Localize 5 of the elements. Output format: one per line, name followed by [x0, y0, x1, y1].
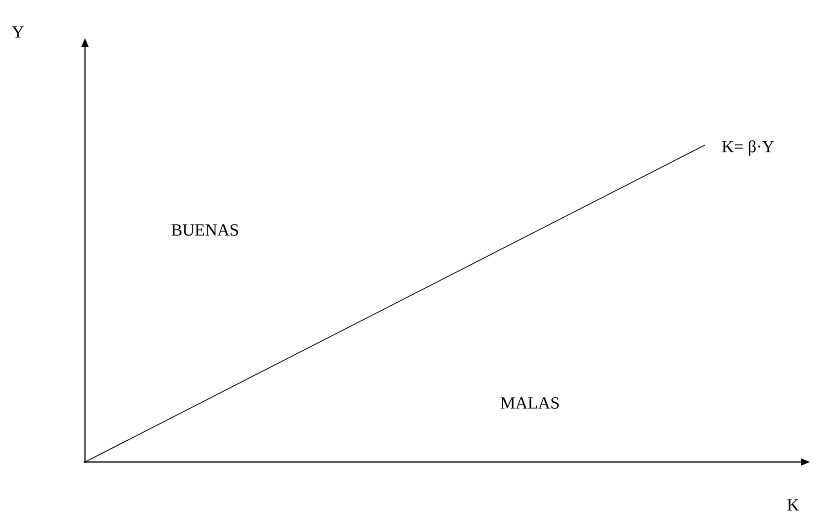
- line-label: K= β·Y: [722, 140, 774, 156]
- axis-label: Y: [12, 26, 24, 38]
- region-label: BUENAS: [172, 224, 238, 236]
- axis-label: K: [787, 499, 799, 511]
- region-label: MALAS: [500, 397, 559, 409]
